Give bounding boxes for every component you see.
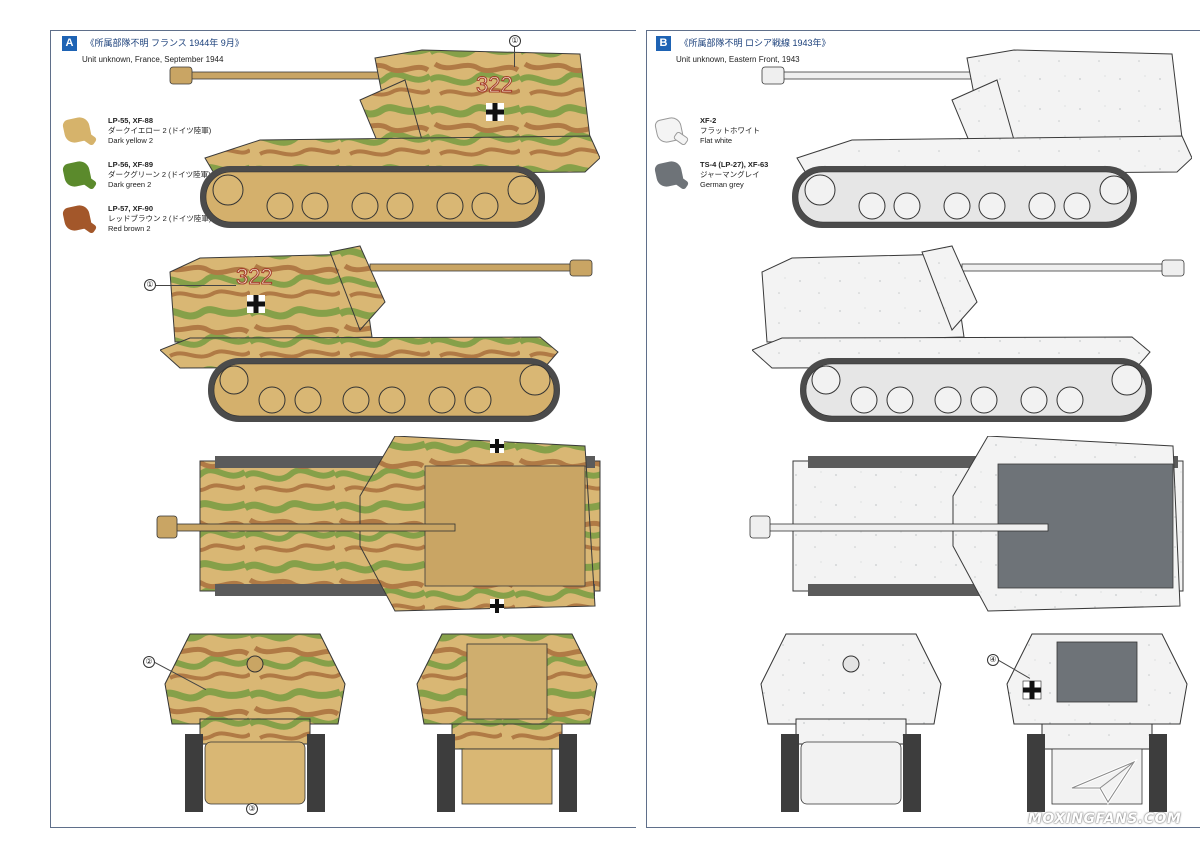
scheme-a-side-view-left: 322	[169, 49, 600, 228]
scheme-b-header: B 《所属部隊不明 ロシア戦線 1943年》 Unit unknown, Eas…	[656, 36, 830, 64]
color-code: TS-4 (LP-27), XF-63	[700, 160, 769, 169]
callout-1: ①	[509, 35, 521, 47]
callout-leader	[156, 285, 236, 286]
balkenkreuz-icon	[486, 103, 504, 121]
scheme-b-badge: B	[656, 36, 671, 51]
color-swatch-dark-yellow: LP-55, XF-88 ダークイエロー 2 (ドイツ陸軍) Dark yell…	[61, 114, 212, 147]
color-name-jp: ダークイエロー 2 (ドイツ陸軍)	[108, 126, 212, 135]
balkenkreuz-icon	[247, 295, 265, 313]
color-swatch-dark-green: LP-56, XF-89 ダークグリーン 2 (ドイツ陸軍) Dark gree…	[61, 158, 211, 191]
paint-chip-icon	[653, 114, 690, 147]
callout-3: ③	[246, 803, 258, 815]
scheme-b-title-en: Unit unknown, Eastern Front, 1943	[676, 55, 800, 64]
color-code: LP-57, XF-90	[108, 204, 154, 213]
paint-chip-icon	[61, 202, 98, 235]
scheme-b-top-view	[749, 436, 1184, 612]
color-name-jp: ダークグリーン 2 (ドイツ陸軍)	[108, 170, 211, 179]
scheme-a-top-view	[156, 436, 601, 613]
color-name-jp: ジャーマングレイ	[700, 170, 760, 179]
watermark-text: MOXINGFANS.COM	[1028, 811, 1182, 827]
callout-2: ②	[143, 656, 155, 668]
paint-chip-icon	[61, 114, 98, 147]
vehicle-number: 322	[476, 72, 513, 97]
paint-chip-icon	[61, 158, 98, 191]
color-swatch-flat-white: XF-2 フラットホワイト Flat white	[653, 114, 760, 147]
scheme-a-rear-view	[416, 633, 598, 812]
callout-leader	[514, 47, 515, 67]
color-name-jp: フラットホワイト	[700, 126, 760, 135]
color-name-en: Dark yellow 2	[108, 136, 154, 145]
color-code: XF-2	[700, 116, 717, 125]
vehicle-number: 322	[236, 264, 273, 289]
balkenkreuz-icon	[1022, 680, 1042, 700]
scheme-a-front-view	[164, 633, 346, 812]
balkenkreuz-icon	[490, 439, 504, 453]
scheme-a-header: A 《所属部隊不明 フランス 1944年 9月》 Unit unknown, F…	[62, 36, 244, 64]
paper-plane-logo-icon	[1071, 758, 1138, 805]
scheme-b-side-view-right	[752, 245, 1185, 422]
color-name-en: Red brown 2	[108, 224, 151, 233]
scheme-b-panel	[646, 30, 1200, 828]
color-code: LP-55, XF-88	[108, 116, 154, 125]
scheme-a-title-en: Unit unknown, France, September 1944	[82, 55, 224, 64]
color-swatch-german-grey: TS-4 (LP-27), XF-63 ジャーマングレイ German grey	[653, 158, 769, 191]
balkenkreuz-icon	[490, 599, 504, 613]
paint-chip-icon	[653, 158, 690, 191]
scheme-a-title-jp: 《所属部隊不明 フランス 1944年 9月》	[85, 38, 244, 48]
scheme-a-badge: A	[62, 36, 77, 51]
color-name-en: Flat white	[700, 136, 733, 145]
scheme-a-panel	[50, 30, 636, 828]
color-code: LP-56, XF-89	[108, 160, 154, 169]
color-name-jp: レッドブラウン 2 (ドイツ陸軍)	[108, 214, 212, 223]
color-name-en: Dark green 2	[108, 180, 152, 189]
watermark: MOXINGFANS.COM	[1028, 758, 1182, 827]
color-swatch-red-brown: LP-57, XF-90 レッドブラウン 2 (ドイツ陸軍) Red brown…	[61, 202, 212, 235]
scheme-b-title-jp: 《所属部隊不明 ロシア戦線 1943年》	[679, 38, 831, 48]
callout-4: ④	[987, 654, 999, 666]
scheme-a-side-view-right: 322	[160, 245, 593, 422]
callout-1: ①	[144, 279, 156, 291]
scheme-b-front-view	[760, 633, 942, 812]
color-name-en: German grey	[700, 180, 744, 189]
scheme-b-side-view-left	[761, 49, 1192, 228]
